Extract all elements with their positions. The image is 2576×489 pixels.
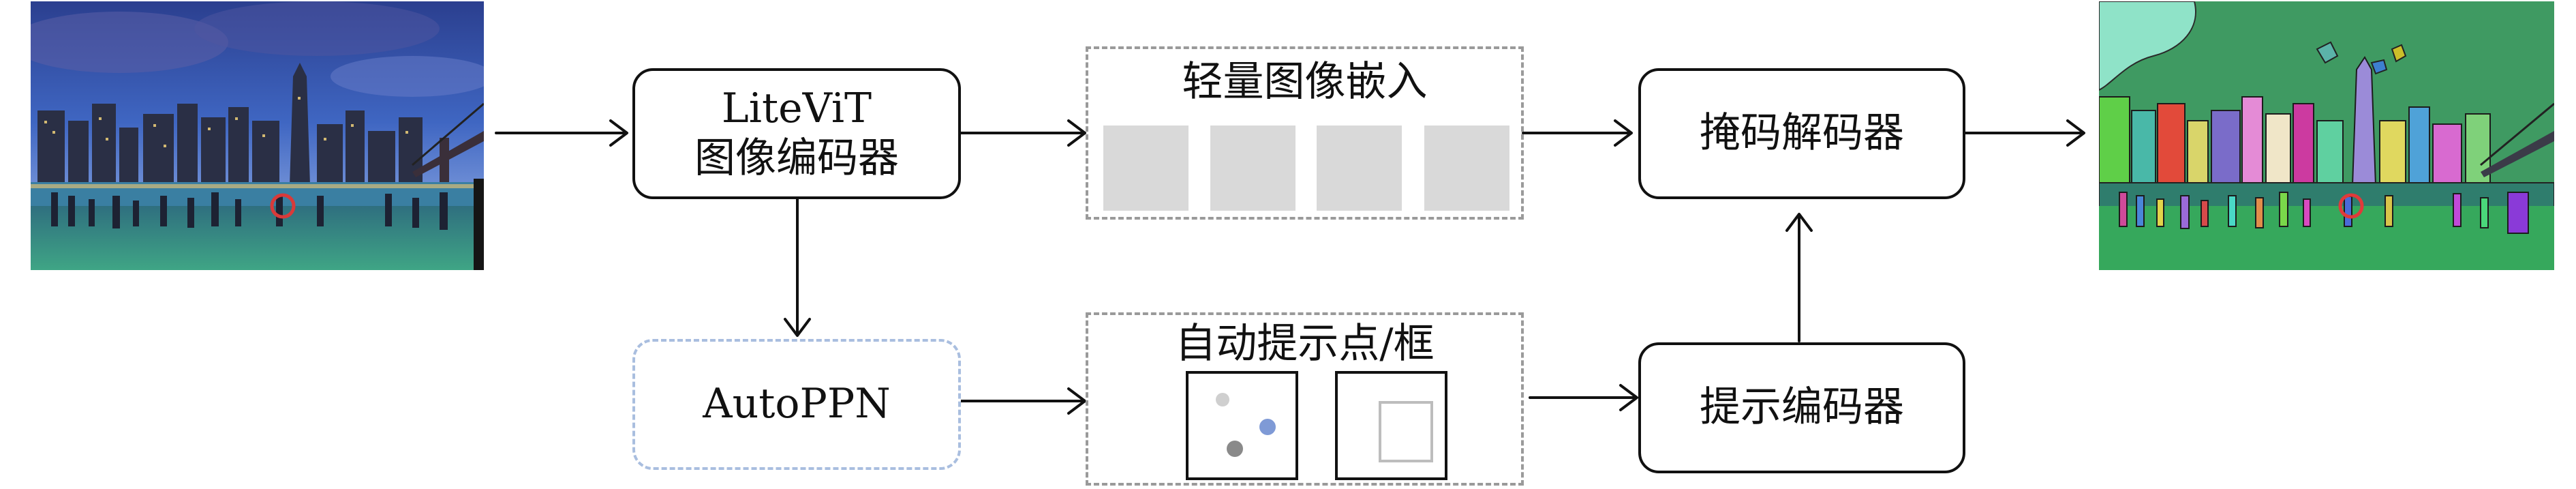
embedding-chip-2 xyxy=(1210,125,1295,211)
prompt-encoder-label: 提示编码器 xyxy=(1700,383,1904,432)
mask-decoder-label: 掩码解码器 xyxy=(1700,109,1904,158)
mask-decoder: 掩码解码器 xyxy=(1638,68,1965,199)
autoppn-module: AutoPPN xyxy=(632,339,961,470)
embedding-chip-1 xyxy=(1103,125,1189,211)
autoppn-label: AutoPPN xyxy=(703,380,891,428)
embedding-chip-4 xyxy=(1424,125,1509,211)
input-image xyxy=(31,1,484,270)
prompt-points-box xyxy=(1186,371,1298,480)
auto-prompts-group: 自动提示点/框 xyxy=(1086,312,1524,486)
liteVit-image-encoder: LiteViT 图像编码器 xyxy=(632,68,961,199)
prompt-box-rect xyxy=(1379,401,1433,462)
embedding-chip-3 xyxy=(1317,125,1402,211)
output-image-illustration xyxy=(2099,1,2554,270)
input-image-illustration xyxy=(31,1,484,270)
encoder-label-line2: 图像编码器 xyxy=(694,134,899,182)
prompt-encoder: 提示编码器 xyxy=(1638,342,1965,473)
auto-prompts-title: 自动提示点/框 xyxy=(1175,320,1435,368)
output-image xyxy=(2099,1,2554,270)
prompt-box-frame xyxy=(1335,371,1447,480)
prompt-point-dark xyxy=(1227,441,1243,457)
image-embedding-group: 轻量图像嵌入 xyxy=(1086,46,1524,220)
prompt-point-blue xyxy=(1259,419,1276,435)
encoder-label-line1: LiteViT xyxy=(721,84,872,132)
prompt-point-light xyxy=(1216,393,1229,406)
image-embedding-title: 轻量图像嵌入 xyxy=(1182,58,1428,106)
